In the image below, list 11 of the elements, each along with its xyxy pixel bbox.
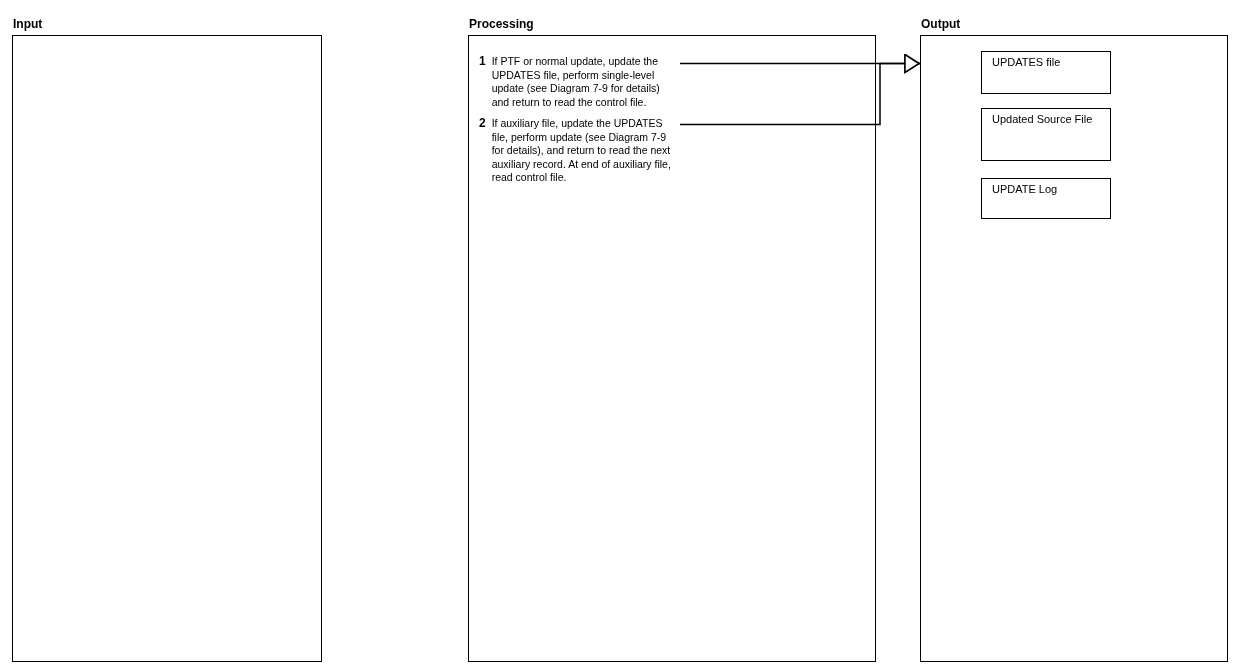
step-number: 2: [479, 117, 486, 132]
arrow: [679, 53, 921, 126]
panel-heading: Input: [13, 16, 43, 33]
panel-heading: Processing: [469, 16, 534, 33]
step-number: 1: [479, 55, 486, 70]
step-description: If auxiliary file, update the UPDATES file, perform update (see Diagram 7-9 for details), and return to read the next auxiliary record. At end of auxiliary file, read control file.: [491, 117, 672, 185]
step-description: If PTF or normal update, update the UPDATES file, perform single-level update (see Diagram 7-9 for details) and return to read the control file.: [491, 55, 661, 109]
file-box: UPDATE Log: [981, 178, 1111, 219]
panel-heading: Output: [921, 16, 961, 33]
file-box: Updated Source File: [981, 108, 1111, 161]
file-box: UPDATES file: [981, 51, 1111, 94]
